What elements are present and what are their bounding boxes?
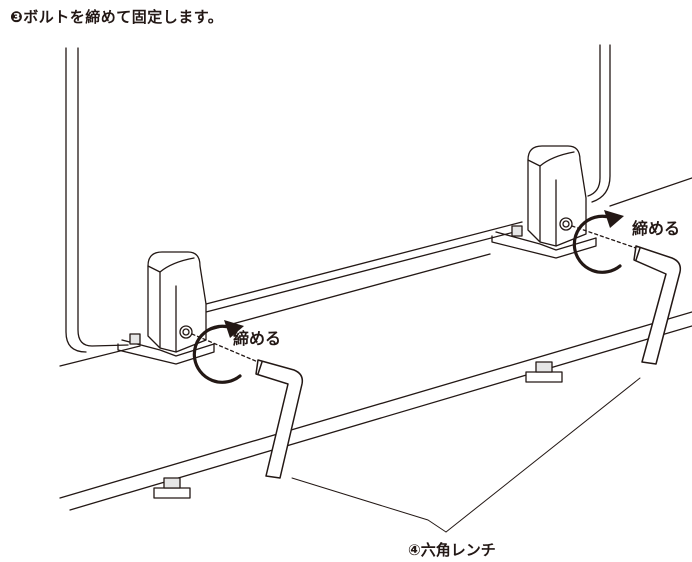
- hex-wrench-left: [255, 359, 304, 479]
- rotate-arrow-left-icon: [192, 324, 242, 384]
- leveling-foot-right: [525, 361, 563, 383]
- right-bracket: [491, 145, 597, 259]
- tool-leader-lines: [291, 377, 641, 533]
- hex-wrench-label: ④六角レンチ: [408, 541, 496, 559]
- alignment-line-right: [571, 225, 637, 249]
- left-bracket: [117, 251, 215, 365]
- rotate-arrow-right-icon: [572, 214, 622, 274]
- leveling-foot-left: [153, 477, 191, 499]
- panel-board: [65, 44, 611, 353]
- desk-surface: [59, 177, 692, 511]
- alignment-line-left: [191, 333, 259, 363]
- tighten-label-right: 締める: [632, 219, 681, 238]
- tighten-label-left: 締める: [233, 329, 282, 348]
- hex-wrench-right: [633, 245, 682, 365]
- step-title: ❸ボルトを締めて固定します。: [10, 8, 224, 26]
